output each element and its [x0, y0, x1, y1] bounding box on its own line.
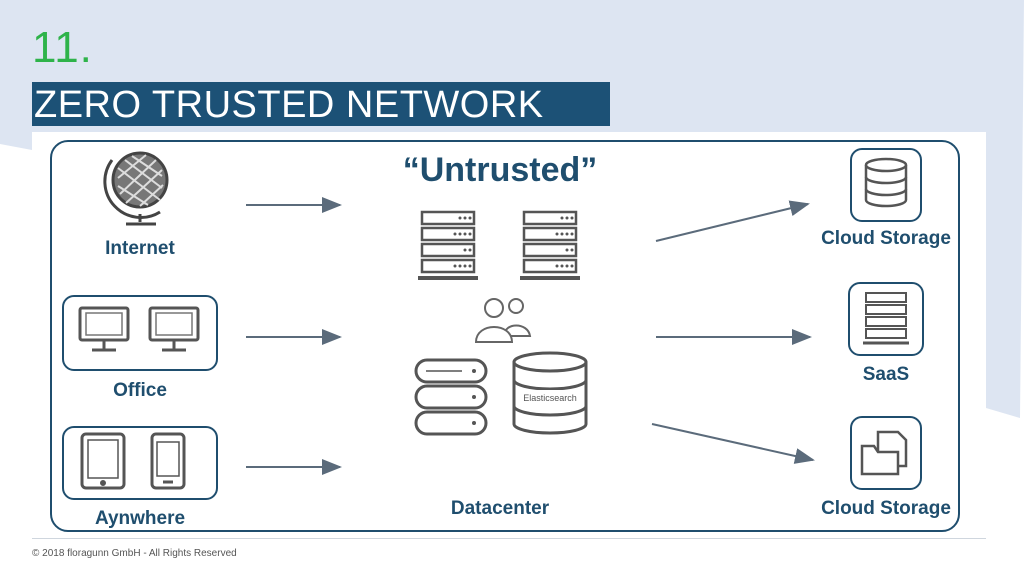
footer-copyright: © 2018 floragunn GmbH - All Rights Reser… — [32, 548, 237, 559]
center-label: Datacenter — [450, 498, 550, 519]
title-bar — [32, 82, 610, 126]
database-icon — [864, 157, 908, 208]
diagram-frame — [50, 140, 960, 532]
target-label-saas: SaaS — [862, 364, 910, 385]
office-box — [62, 295, 218, 371]
footer-divider — [32, 538, 986, 539]
arrow-center-to-cloud-storage-2 — [651, 423, 815, 464]
flow-arrows — [246, 197, 815, 475]
database-icon — [512, 351, 588, 435]
slide-number: 11. — [32, 23, 93, 72]
source-label-anywhere: Aynwhere — [94, 508, 186, 529]
server-rack-icon — [863, 292, 909, 345]
source-label-internet: Internet — [105, 238, 175, 259]
users-icon — [474, 298, 532, 343]
server-rack-icon — [418, 210, 478, 280]
slide-title: ZERO TRUSTED NETWORK — [34, 84, 544, 126]
database-icon — [414, 358, 488, 436]
folders-icon — [860, 430, 908, 476]
server-rack-icon — [520, 210, 580, 280]
elasticsearch-label: Elasticsearch — [523, 393, 577, 403]
globe-icon — [103, 151, 169, 226]
target-label-cloud-storage-2: Cloud Storage — [821, 498, 951, 519]
tablet-phone-icon — [80, 432, 186, 490]
target-label-cloud-storage-1: Cloud Storage — [821, 228, 951, 249]
cloud-storage-box-2 — [850, 416, 922, 490]
cloud-storage-box-1 — [850, 148, 922, 222]
monitors-icon — [78, 306, 200, 352]
saas-box — [848, 282, 924, 356]
anywhere-box — [62, 426, 218, 500]
diagram-heading: “Untrusted” — [402, 151, 598, 189]
arrow-center-to-cloud-storage-1 — [655, 200, 810, 242]
source-label-office: Office — [113, 380, 167, 401]
